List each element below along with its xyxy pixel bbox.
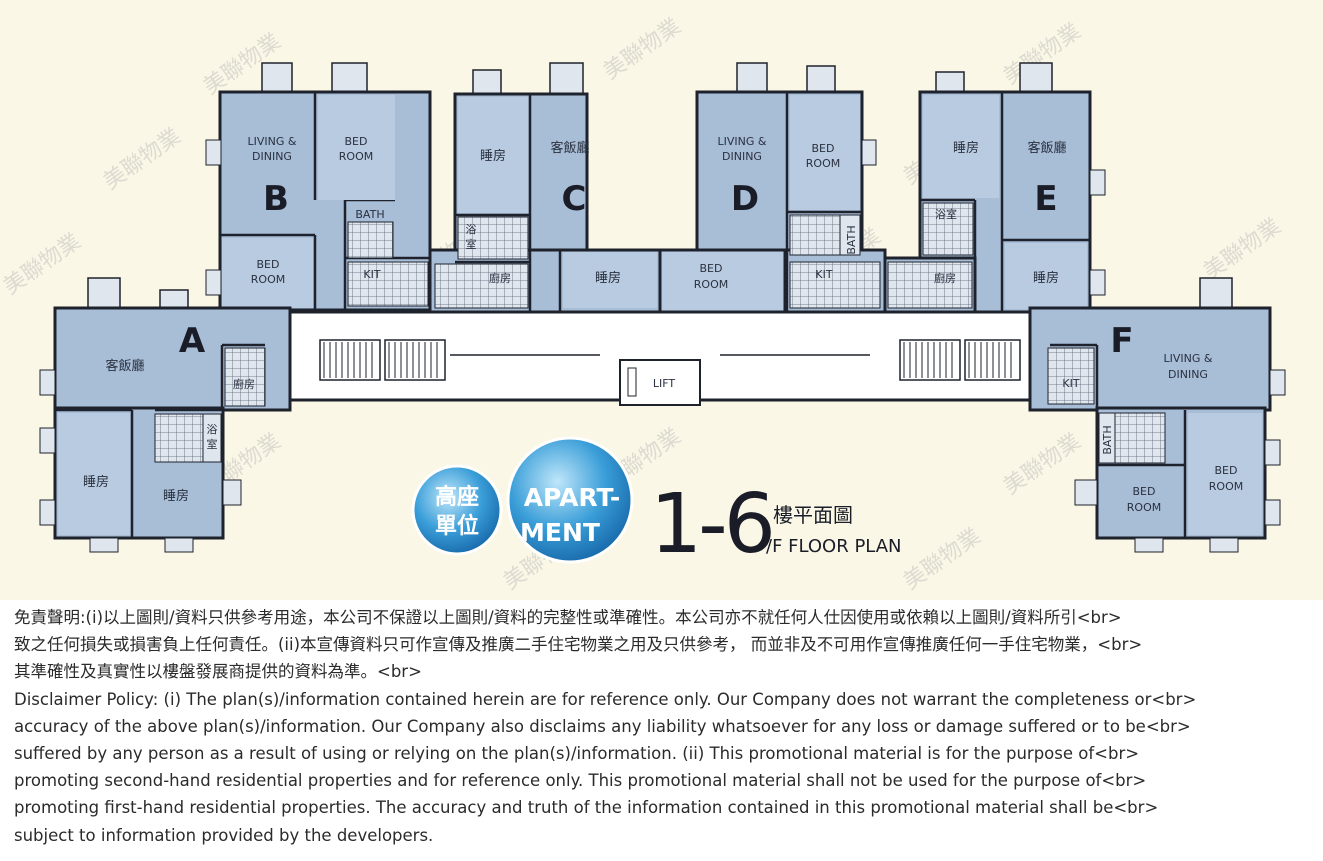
unit-letter-d: D	[731, 179, 759, 219]
svg-text:ROOM: ROOM	[694, 278, 728, 291]
unit-e: 睡房 客飯廳 浴室 廚房 睡房 E	[883, 62, 1106, 314]
disclaimer-line: promoting first-hand residential propert…	[14, 798, 1159, 818]
svg-text:DINING: DINING	[252, 150, 292, 163]
svg-text:廚房: 廚房	[489, 271, 511, 285]
svg-text:廚房: 廚房	[233, 377, 255, 391]
badge-english-line1: APART-	[524, 483, 621, 512]
floor-plan-chinese: 樓平面圖	[773, 503, 853, 527]
disclaimer-line: Disclaimer Policy: (i) The plan(s)/infor…	[14, 689, 1197, 709]
svg-text:DINING: DINING	[1168, 368, 1208, 381]
svg-text:睡房: 睡房	[1033, 270, 1059, 286]
floor-plan-english: /F FLOOR PLAN	[766, 536, 902, 557]
staircase-right	[899, 339, 961, 381]
svg-text:ROOM: ROOM	[1127, 501, 1161, 514]
floor-number: 1-6	[650, 477, 772, 572]
floor-plan-drawing: 美聯物業 美聯物業 美聯物業 美聯物業 美聯物業 美聯物業 美聯物業 美聯物業 …	[0, 14, 1286, 595]
svg-text:客飯廳: 客飯廳	[1027, 140, 1066, 156]
svg-text:睡房: 睡房	[83, 474, 109, 490]
svg-text:浴: 浴	[466, 223, 477, 236]
svg-text:DINING: DINING	[722, 150, 762, 163]
apartment-badge: 高座 單位 APART- MENT	[411, 436, 634, 564]
svg-text:KIT: KIT	[1062, 377, 1079, 390]
svg-text:BATH: BATH	[1101, 425, 1114, 454]
svg-text:睡房: 睡房	[163, 488, 189, 504]
svg-text:BATH: BATH	[355, 208, 384, 221]
svg-text:浴室: 浴室	[935, 207, 957, 221]
unit-letter-c: C	[562, 179, 587, 219]
disclaimer-line: promoting second-hand residential proper…	[14, 771, 1147, 791]
unit-letter-f: F	[1110, 321, 1133, 361]
svg-text:室: 室	[466, 237, 477, 251]
svg-text:LIVING &: LIVING &	[248, 135, 297, 148]
watermark: 美聯物業	[1199, 214, 1285, 285]
staircase-left	[319, 339, 381, 381]
svg-text:睡房: 睡房	[953, 140, 979, 156]
svg-text:BED: BED	[257, 258, 280, 271]
floor-plan: 美聯物業 美聯物業 美聯物業 美聯物業 美聯物業 美聯物業 美聯物業 美聯物業 …	[0, 0, 1323, 600]
disclaimer-line: accuracy of the above plan(s)/informatio…	[14, 716, 1191, 736]
svg-text:BED: BED	[812, 142, 835, 155]
lift-label: LIFT	[653, 377, 676, 390]
disclaimer-line: 其準確性及真實性以樓盤發展商提供的資料為準。<br>	[14, 662, 422, 682]
disclaimer-line: 致之任何損失或損害負上任何責任。(ii)本宣傳資料只可作宣傳及推廣二手住宅物業之…	[14, 635, 1143, 655]
watermark: 美聯物業	[99, 124, 185, 195]
disclaimer: 免責聲明:(i)以上圖則/資料只供參考用途，本公司不保證以上圖則/資料的完整性或…	[14, 604, 1314, 849]
unit-letter-e: E	[1034, 179, 1057, 219]
svg-text:睡房: 睡房	[480, 148, 506, 164]
unit-c: 睡房 客飯廳 浴 室 廚房 睡房 C	[428, 62, 662, 314]
svg-text:BED: BED	[700, 262, 723, 275]
watermark: 美聯物業	[0, 229, 86, 300]
watermark: 美聯物業	[999, 429, 1085, 500]
unit-a: 客飯廳 廚房 浴 室 睡房 睡房 A	[39, 277, 292, 553]
svg-text:BED: BED	[345, 135, 368, 148]
unit-f: LIVING & DINING KIT BATH BED ROOM BED RO…	[1028, 277, 1286, 553]
unit-d: LIVING & DINING BED ROOM BED ROOM KIT BA…	[658, 62, 887, 314]
watermark: 美聯物業	[599, 14, 685, 85]
watermark: 美聯物業	[899, 524, 985, 595]
svg-text:BED: BED	[1215, 464, 1238, 477]
badge-chinese-line2: 單位	[435, 513, 479, 539]
unit-b: LIVING & DINING BED ROOM BATH BED ROOM K…	[205, 62, 432, 312]
svg-text:浴: 浴	[207, 423, 218, 436]
disclaimer-line: subject to information provided by the d…	[14, 825, 434, 845]
badge-chinese-line1: 高座	[435, 484, 479, 510]
svg-text:客飯廳: 客飯廳	[550, 140, 589, 156]
unit-letter-b: B	[263, 179, 289, 219]
svg-text:LIVING &: LIVING &	[1164, 352, 1213, 365]
svg-text:ROOM: ROOM	[339, 150, 373, 163]
svg-text:廚房: 廚房	[934, 271, 956, 285]
disclaimer-line: 免責聲明:(i)以上圖則/資料只供參考用途，本公司不保證以上圖則/資料的完整性或…	[14, 608, 1122, 627]
svg-text:KIT: KIT	[815, 268, 832, 281]
svg-text:BED: BED	[1133, 485, 1156, 498]
svg-text:室: 室	[207, 437, 218, 451]
svg-text:ROOM: ROOM	[251, 273, 285, 286]
svg-text:KIT: KIT	[363, 268, 380, 281]
badge-english-line2: MENT	[520, 518, 600, 547]
svg-text:睡房: 睡房	[595, 270, 621, 286]
disclaimer-line: suffered by any person as a result of us…	[14, 744, 1140, 764]
svg-text:LIVING &: LIVING &	[718, 135, 767, 148]
svg-text:客飯廳: 客飯廳	[105, 358, 144, 374]
unit-letter-a: A	[179, 321, 206, 361]
svg-text:BATH: BATH	[845, 225, 858, 254]
svg-text:ROOM: ROOM	[1209, 480, 1243, 493]
svg-text:ROOM: ROOM	[806, 157, 840, 170]
